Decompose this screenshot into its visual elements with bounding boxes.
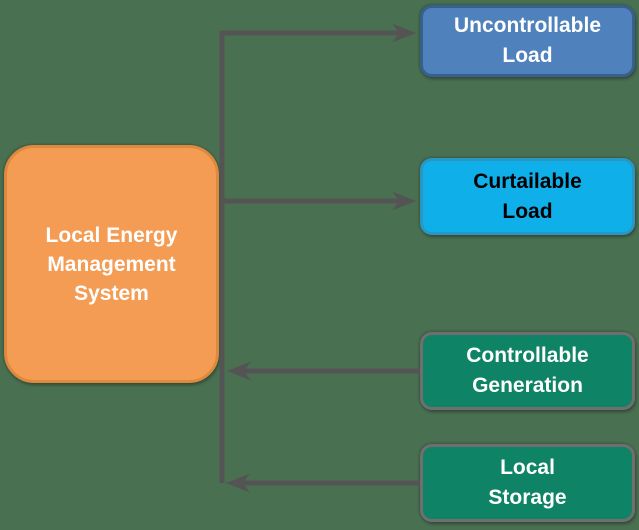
arrowhead-from-controllable-generation-icon [227, 361, 251, 381]
node-local-storage: Local Storage [420, 444, 635, 522]
arrowhead-to-uncontrollable-load-icon [392, 23, 416, 43]
node-curtailable-load: Curtailable Load [420, 158, 635, 235]
arrowhead-to-curtailable-load-icon [392, 191, 416, 211]
arrowhead-from-local-storage-icon [226, 473, 250, 493]
node-local-energy-management-system: Local Energy Management System [4, 145, 219, 383]
node-uncontrollable-load: Uncontrollable Load [420, 5, 635, 77]
node-controllable-generation: Controllable Generation [420, 332, 635, 410]
